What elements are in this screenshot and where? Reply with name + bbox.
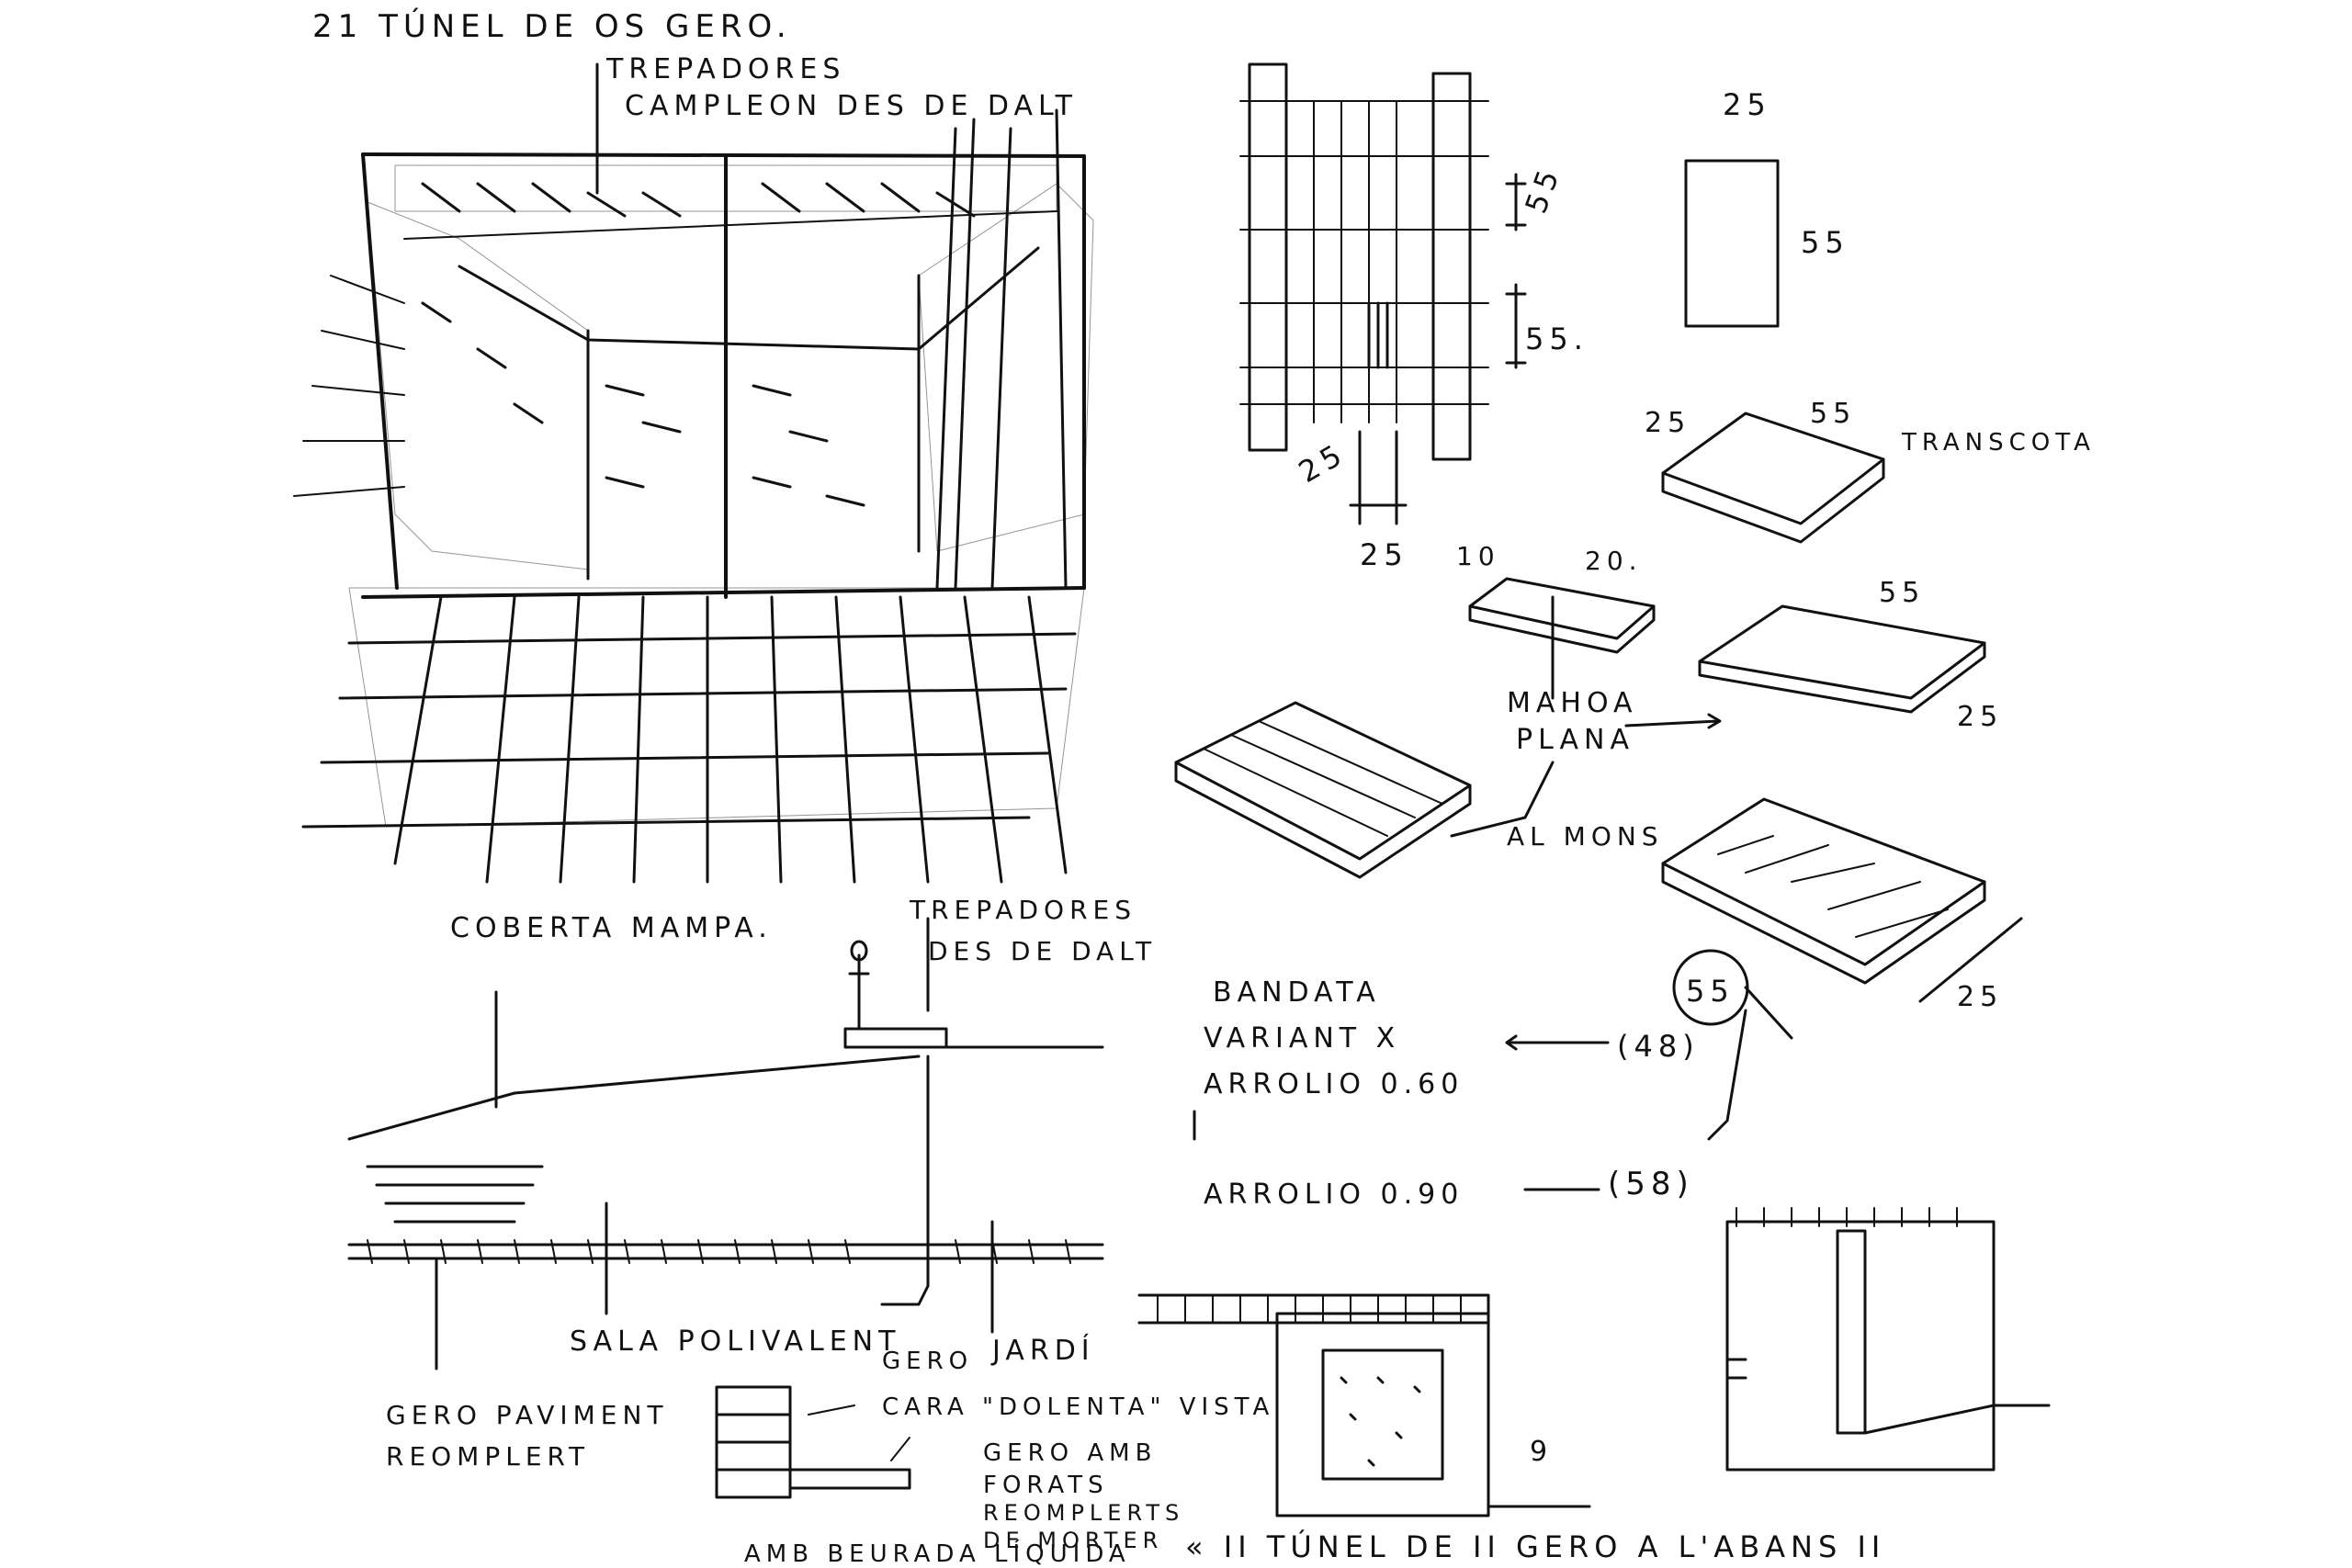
label-al-mons: AL MONS [1507, 821, 1664, 852]
heading-bottom-right: « II TÚNEL DE II GERO A L'ABANS II [1185, 1529, 1885, 1564]
section-label-face: CARA "DOLENTA" VISTA [882, 1393, 1274, 1421]
label-bandata-1: BANDATA [1213, 976, 1381, 1009]
grid-dim-4: 25 [1360, 537, 1408, 572]
plank2-dim-25: 25 [1957, 701, 2003, 733]
section-label-morter: DE MORTER [983, 1528, 1163, 1553]
plank1-dim-55: 55 [1810, 398, 1856, 430]
section-label-roof: COBERTA MAMPA. [450, 912, 773, 944]
label-mahoa: MAHOA [1507, 687, 1638, 719]
label-bandata-2: VARIANT X [1204, 1022, 1400, 1055]
label-arrolio-2: ARROLIO 0.90 [1204, 1179, 1464, 1211]
section-label-climber-2: DES DE DALT [928, 936, 1157, 966]
label-paren-48: (48) [1617, 1029, 1700, 1064]
section-label-bottom: AMB BEURADA LÍQUIDA [744, 1539, 1131, 1568]
label-paren-58: (58) [1608, 1166, 1694, 1202]
heading-top-left: 21 TÚNEL DE OS GERO. [312, 7, 792, 45]
ribbed-plank-right [1661, 797, 2023, 1003]
plank1-dim-25: 25 [1645, 407, 1690, 439]
plank1-name: TRANSCOTA [1901, 429, 2096, 457]
section-label-forats: FORATS [983, 1472, 1109, 1499]
plank2-dim-55: 55 [1879, 577, 1925, 609]
section-label-paving-2: REOMPLERT [386, 1441, 590, 1472]
section-label-climber: TREPADORES [909, 895, 1136, 925]
plan-detail-center [1137, 1293, 1591, 1517]
small-dim-10: 10 [1456, 541, 1500, 571]
section-label-garden: JARDÍ [990, 1334, 1095, 1367]
plank-transcota [1661, 412, 1885, 544]
plank-2 [1698, 604, 1986, 714]
section-label-hall: SALA POLIVALENT [570, 1325, 900, 1358]
section-label-reompl: REOMPLERTS [983, 1500, 1184, 1526]
section-sketch [347, 917, 1104, 1499]
label-small-q: 9 [1530, 1436, 1553, 1468]
grid-dim-1: 55 [1518, 161, 1567, 219]
grid-dim-2: 55. [1525, 321, 1589, 356]
brick-dim-side: 55 [1801, 225, 1849, 260]
label-bandata-3: ARROLIO 0.60 [1204, 1068, 1464, 1100]
brick-dim-top: 25 [1723, 87, 1771, 122]
grid-plan-sketch [1239, 62, 1527, 525]
label-dim-25b: 25 [1957, 981, 2003, 1013]
ribbed-plank [1174, 701, 1472, 879]
perspective-label-top: TREPADORES [605, 53, 845, 85]
section-label-gero: GERO [882, 1348, 973, 1375]
brick-elevation [1684, 159, 1780, 328]
section-label-gero-amb: GERO AMB [983, 1439, 1157, 1467]
label-circle-55: 55 [1686, 974, 1735, 1009]
perspective-label-top-2: CAMPLEON DES DE DALT [625, 90, 1078, 122]
small-dim-20: 20. [1585, 546, 1643, 576]
perspective-sketch [293, 62, 1094, 884]
plan-detail-right [1725, 1207, 2051, 1472]
bandata-links [1193, 949, 1793, 1191]
arrow-to-plank [1450, 713, 1722, 838]
grid-dim-3: 25 [1293, 435, 1352, 490]
section-label-paving: GERO PAVIMENT [386, 1400, 669, 1430]
label-plana: PLANA [1516, 724, 1634, 756]
small-plank [1468, 577, 1656, 700]
